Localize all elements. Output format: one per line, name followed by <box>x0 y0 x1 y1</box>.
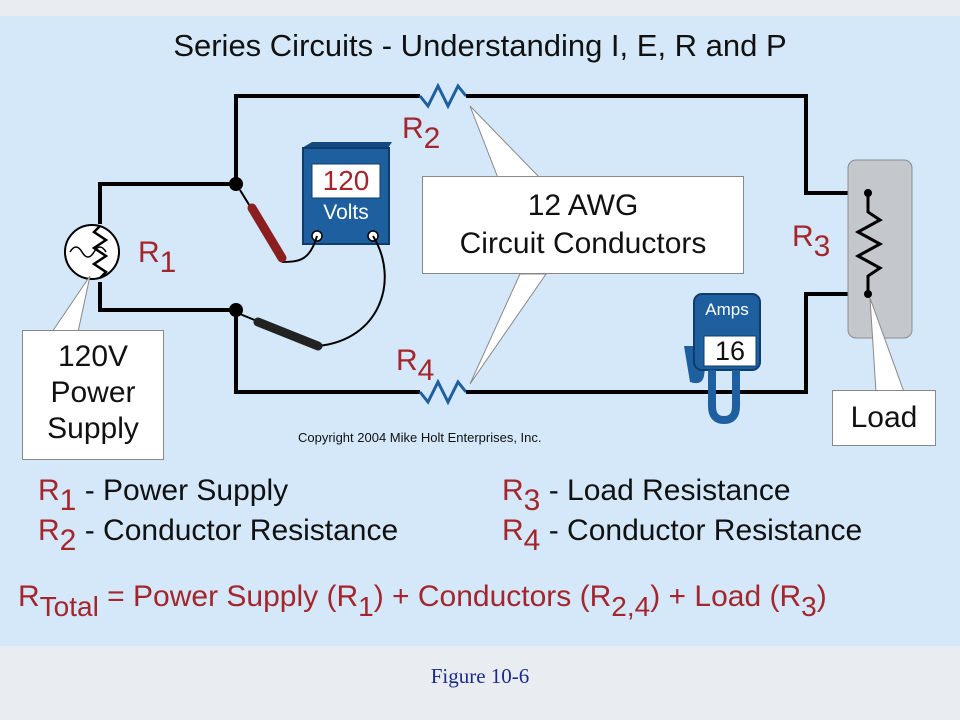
legend-r3-sub: 3 <box>523 484 541 517</box>
junction-bottom <box>229 303 243 317</box>
legend-r3-text: - Load Resistance <box>548 474 791 507</box>
label-r1-letter: R <box>138 236 160 269</box>
legend-r4-letter: R <box>502 514 524 547</box>
power-supply-symbol <box>64 224 120 280</box>
ammeter <box>684 293 761 425</box>
formula-part-2: ) + Load (R <box>650 580 802 613</box>
legend-item-r1: R1 - Power Supply <box>38 474 289 517</box>
callout-conductors-line2: Circuit Conductors <box>459 227 707 260</box>
formula-sub-3: 3 <box>801 591 817 622</box>
callout-pointer-r4 <box>469 273 547 385</box>
formula-part-1: ) + Conductors (R <box>373 580 612 613</box>
wire-top-right <box>466 94 868 195</box>
callout-conductors-line1: 12 AWG <box>527 189 639 222</box>
label-r4-sub: 4 <box>417 354 435 387</box>
load-box <box>847 159 913 339</box>
voltmeter-top-face <box>302 142 392 148</box>
legend-item-r3: R3 - Load Resistance <box>502 474 791 517</box>
formula-sub-2: 2,4 <box>611 591 651 622</box>
ammeter-label: Amps <box>705 300 749 319</box>
slide-title: Series Circuits - Understanding I, E, R … <box>173 28 787 63</box>
formula-lhs-sub: Total <box>39 591 99 622</box>
r1-resistor-symbol <box>91 225 109 279</box>
label-r2: R2 <box>402 112 440 155</box>
voltmeter-value: 120 <box>322 165 370 196</box>
sine-wave-icon <box>69 246 107 258</box>
copyright-text: Copyright 2004 Mike Holt Enterprises, In… <box>298 430 542 445</box>
voltmeter <box>302 142 392 245</box>
callout-power-supply: 120V Power Supply <box>22 330 164 460</box>
formula-sub-1: 1 <box>358 591 374 622</box>
legend-item-r4: R4 - Conductor Resistance <box>502 514 863 557</box>
label-r1-sub: 1 <box>159 246 177 279</box>
voltmeter-unit: Volts <box>323 201 369 224</box>
r2-resistor-symbol <box>418 82 468 110</box>
load-terminal-bottom <box>864 290 872 298</box>
voltmeter-lead-black <box>317 235 386 347</box>
callout-supply-line2: Power <box>50 376 136 409</box>
legend-r4-text: - Conductor Resistance <box>548 514 863 547</box>
wire-bottom-left <box>234 310 420 394</box>
wire-supply-top <box>98 182 236 224</box>
black-probe <box>253 317 323 351</box>
formula-part-3: ) <box>816 580 827 613</box>
legend-r3-letter: R <box>502 474 524 507</box>
load-terminal-top <box>864 189 872 197</box>
voltmeter-display <box>311 163 381 199</box>
formula-lhs: R <box>18 580 40 613</box>
legend-item-r2: R2 - Conductor Resistance <box>38 514 399 557</box>
legend-r4-sub: 4 <box>523 524 541 557</box>
label-r4-letter: R <box>396 344 418 377</box>
label-r2-sub: 2 <box>423 122 441 155</box>
total-resistance-formula: RTotal = Power Supply (R1) + Conductors … <box>18 580 827 622</box>
label-r3-letter: R <box>792 220 814 253</box>
r3-resistor-symbol <box>854 193 884 294</box>
legend-r1-text: - Power Supply <box>84 474 289 507</box>
ammeter-clamp-jaw <box>708 370 740 425</box>
ammeter-display <box>703 335 757 367</box>
voltmeter-lead-red <box>281 235 318 263</box>
wire-top-left <box>234 94 420 184</box>
legend-r2-letter: R <box>38 514 60 547</box>
legend-r2-sub: 2 <box>59 524 77 557</box>
callout-supply-line3: Supply <box>47 412 139 445</box>
label-r3-sub: 3 <box>813 230 831 263</box>
figure-caption: Figure 10-6 <box>430 664 530 688</box>
legend-r2-text: - Conductor Resistance <box>84 514 399 547</box>
label-r4: R4 <box>396 344 434 387</box>
red-probe <box>247 203 287 263</box>
wire-supply-bottom <box>98 282 236 312</box>
callout-supply-line1: 120V <box>57 340 129 373</box>
formula-eq: = Power Supply (R <box>107 580 359 613</box>
legend-r1-letter: R <box>38 474 60 507</box>
r4-resistor-symbol <box>418 378 468 406</box>
callout-load: Load <box>832 390 936 446</box>
label-r1: R1 <box>138 236 176 279</box>
ammeter-value: 16 <box>714 336 746 366</box>
label-r2-letter: R <box>402 112 424 145</box>
wire-bottom-right <box>466 292 868 394</box>
legend-r1-sub: 1 <box>59 484 77 517</box>
label-r3: R3 <box>792 220 830 263</box>
junction-top <box>229 177 243 191</box>
callout-conductors: 12 AWG Circuit Conductors <box>422 176 744 274</box>
